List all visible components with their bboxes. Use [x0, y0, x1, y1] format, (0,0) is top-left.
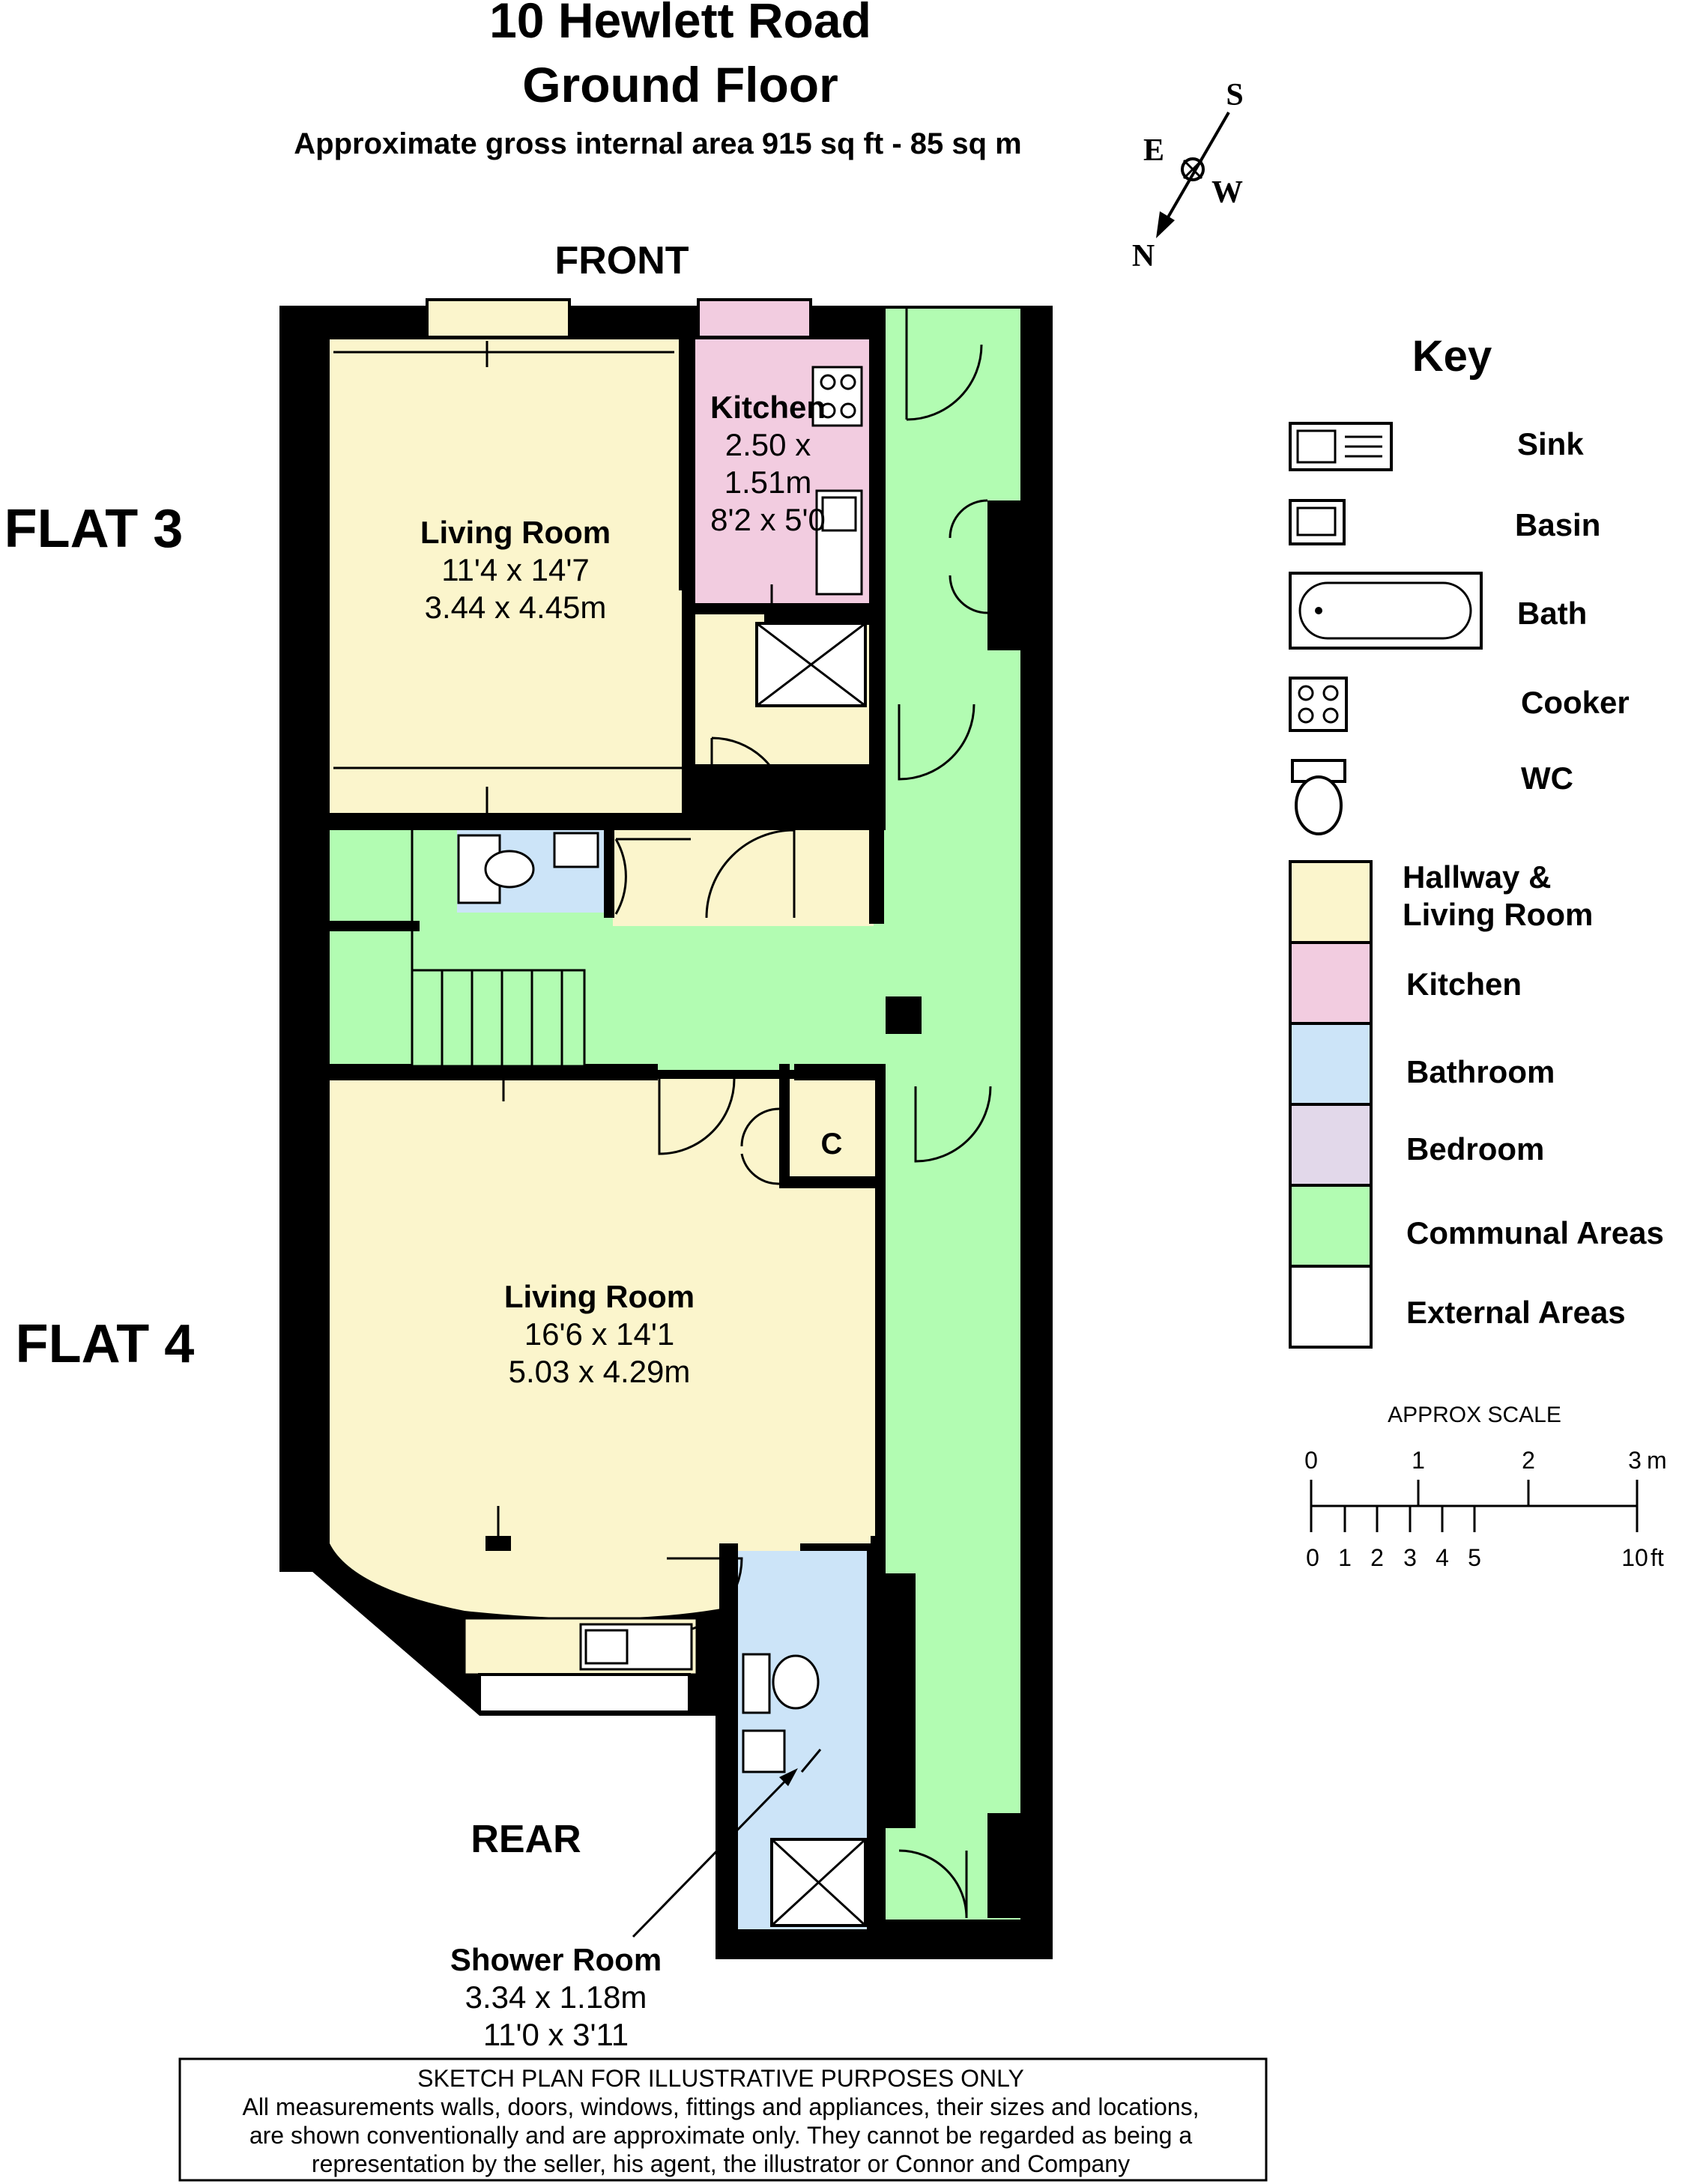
- key-sink-label: Sink: [1517, 426, 1584, 462]
- shower-room-name: Shower Room: [450, 1942, 662, 1977]
- boiler-label: B: [993, 1854, 1015, 1887]
- plan-subtitle: Ground Floor: [522, 57, 838, 112]
- shower-room-imperial: 11'0 x 3'11: [483, 2017, 629, 2052]
- disclaimer-line3: are shown conventionally and are approxi…: [249, 2122, 1193, 2149]
- kitchen-imperial: 8'2 x 5'0: [710, 502, 826, 537]
- scale-m-1: 1: [1412, 1447, 1425, 1474]
- disclaimer-box: [178, 2057, 1268, 2182]
- plan-title: 10 Hewlett Road: [489, 0, 871, 48]
- disclaimer-line1: SKETCH PLAN FOR ILLUSTRATIVE PURPOSES ON…: [417, 2065, 1024, 2092]
- key-cooker-label: Cooker: [1521, 685, 1630, 720]
- scale-ft-unit: ft: [1651, 1544, 1664, 1571]
- flat3-living-name: Living Room: [420, 515, 611, 550]
- cupboard-label-flat4: C: [821, 1128, 843, 1161]
- flat4-label: FLAT 4: [16, 1314, 195, 1374]
- flat3-living-metric: 3.44 x 4.45m: [425, 590, 607, 625]
- cupboard-label-flat3: C: [988, 551, 1010, 584]
- basin-icon: [1289, 499, 1346, 545]
- scale-m-unit: m: [1647, 1447, 1667, 1474]
- key-basin-label: Basin: [1515, 507, 1600, 542]
- flat4-living-imperial: 16'6 x 14'1: [524, 1316, 675, 1352]
- key-area-external: External Areas: [1406, 1295, 1626, 1330]
- key-title: Key: [1412, 332, 1492, 381]
- kitchen-name: Kitchen: [710, 390, 826, 425]
- compass-e: E: [1143, 133, 1164, 168]
- scale-m-2: 2: [1522, 1447, 1535, 1474]
- scale-ft-3: 3: [1403, 1544, 1417, 1571]
- front-label: FRONT: [554, 239, 689, 282]
- scale-title: APPROX SCALE: [1388, 1403, 1561, 1427]
- cooker-icon: [1289, 677, 1348, 732]
- kitchen-metric-a: 2.50 x: [725, 427, 811, 462]
- compass-n: N: [1132, 239, 1155, 273]
- compass-w: W: [1211, 175, 1243, 210]
- rear-label: REAR: [471, 1818, 581, 1861]
- key-area-hallway-2: Living Room: [1403, 897, 1593, 932]
- compass-icon: [1156, 111, 1230, 238]
- compass-s: S: [1226, 78, 1243, 112]
- bath-icon: [1289, 572, 1483, 650]
- flat3-living-imperial: 11'4 x 14'7: [441, 552, 589, 587]
- key-bath-label: Bath: [1517, 596, 1587, 631]
- kitchen-metric-b: 1.51m: [724, 465, 812, 500]
- scale-bar: [1310, 1480, 1639, 1532]
- scale-ft-1: 1: [1338, 1544, 1352, 1571]
- wc-icon: [1291, 759, 1346, 835]
- scale-ft-10: 10: [1621, 1544, 1648, 1571]
- scale-ft-4: 4: [1436, 1544, 1449, 1571]
- scale-ft-2: 2: [1370, 1544, 1384, 1571]
- key-area-bathroom: Bathroom: [1406, 1054, 1555, 1089]
- key-area-hallway-1: Hallway &: [1403, 859, 1551, 895]
- scale-m-0: 0: [1304, 1447, 1318, 1474]
- key-wc-label: WC: [1521, 760, 1573, 796]
- flat4-living-metric: 5.03 x 4.29m: [509, 1354, 691, 1389]
- scale-ft-5: 5: [1468, 1544, 1481, 1571]
- shower-room-metric: 3.34 x 1.18m: [465, 1979, 647, 2015]
- flat4-living-name: Living Room: [504, 1279, 695, 1314]
- key-swatches: [1289, 860, 1373, 1349]
- plan-area: Approximate gross internal area 915 sq f…: [294, 127, 1021, 160]
- disclaimer-line2: All measurements walls, doors, windows, …: [242, 2093, 1199, 2120]
- flat3-label: FLAT 3: [4, 499, 184, 559]
- scale-m-3: 3: [1628, 1447, 1642, 1474]
- key-area-communal: Communal Areas: [1406, 1215, 1664, 1250]
- key-area-bedroom: Bedroom: [1406, 1131, 1544, 1167]
- sink-icon: [1289, 422, 1393, 471]
- key-area-kitchen: Kitchen: [1406, 967, 1522, 1002]
- disclaimer-line4: representation by the seller, his agent,…: [312, 2150, 1130, 2177]
- scale-ft-0: 0: [1306, 1544, 1319, 1571]
- plan-drawing: [279, 298, 1053, 1959]
